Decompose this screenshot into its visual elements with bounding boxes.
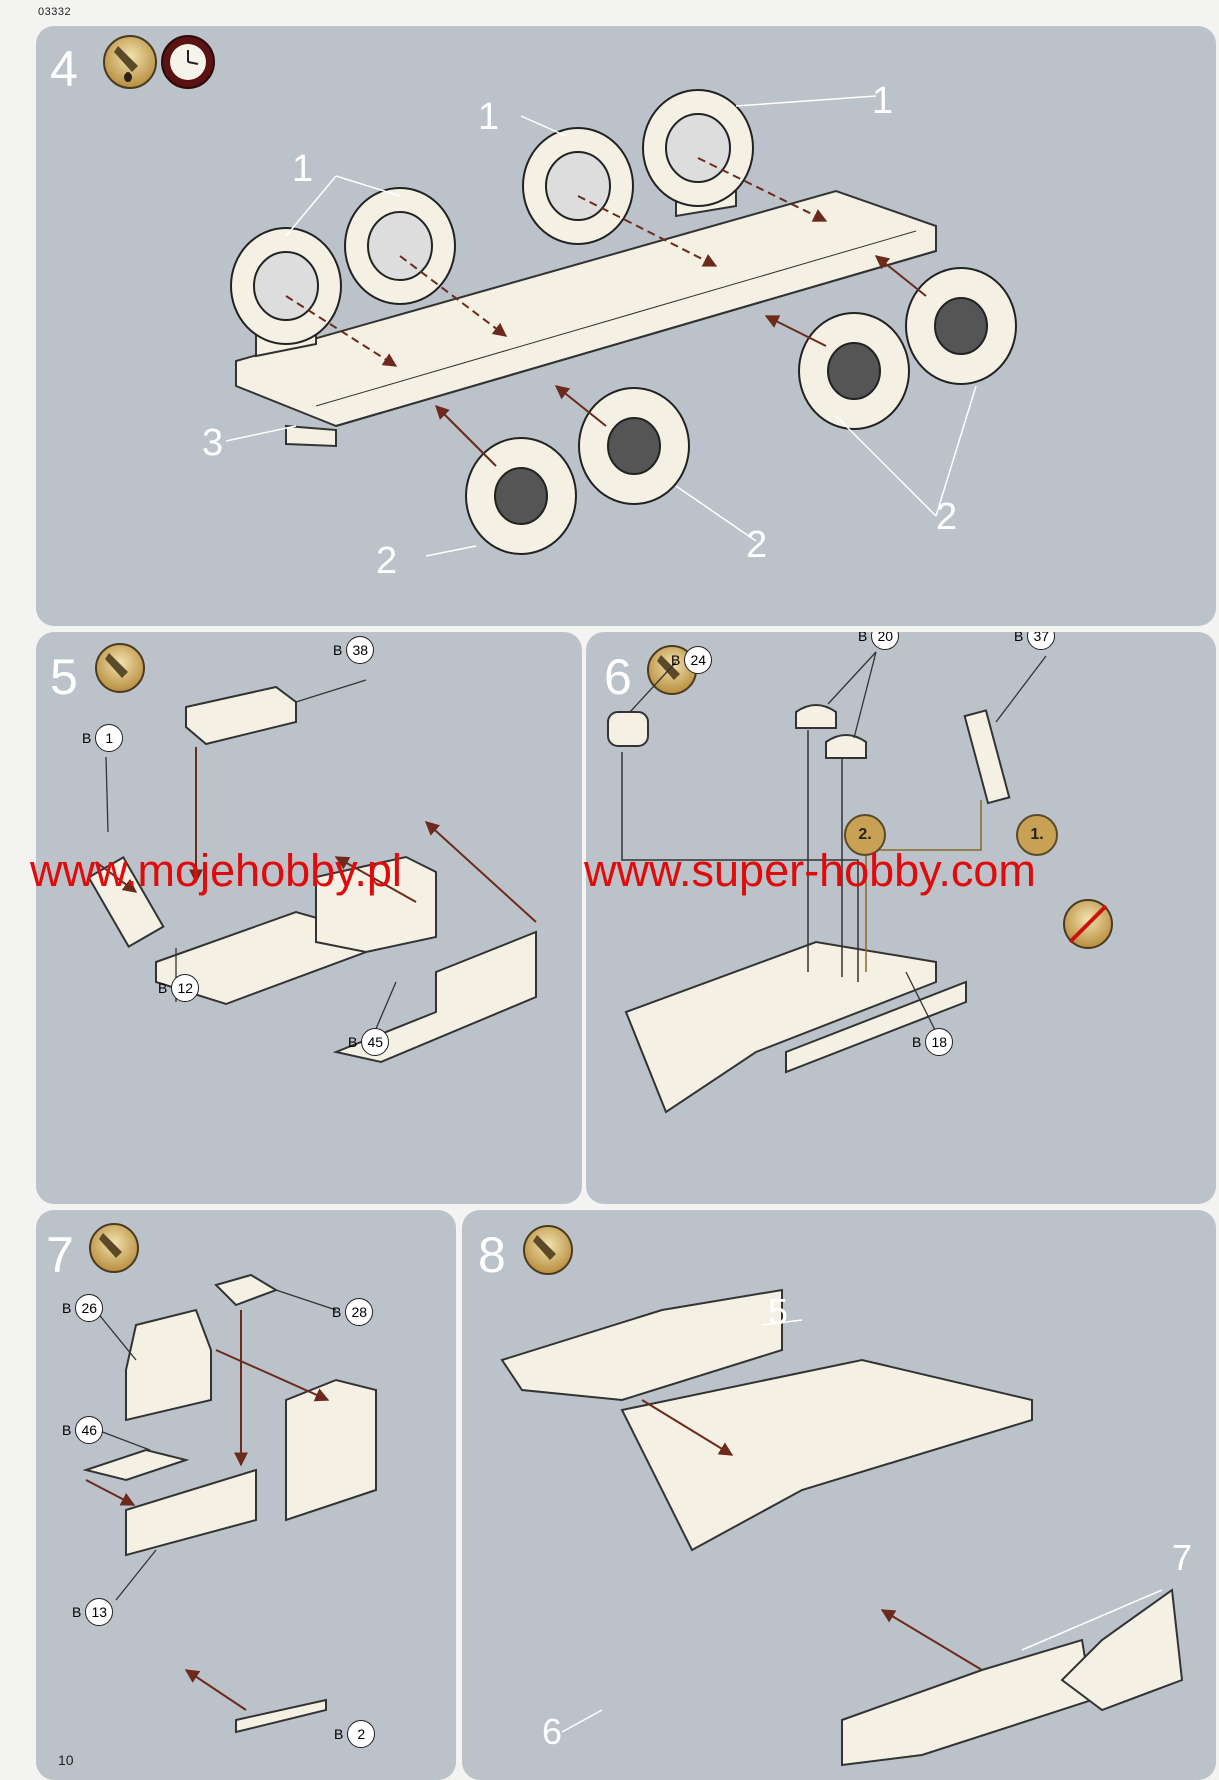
part-b2-label: B 2 xyxy=(334,1720,376,1748)
order-marker-1: 1. xyxy=(1016,814,1058,856)
document-code: 03332 xyxy=(38,6,72,18)
callout-2: 2 xyxy=(936,496,958,538)
part-drawings xyxy=(82,1273,377,1734)
part-b38-label: B 38 xyxy=(333,636,375,664)
part-drawings xyxy=(607,704,1011,1114)
step-5-number: 5 xyxy=(50,649,78,705)
assembly-arrows xyxy=(95,747,537,923)
callout-6: 6 xyxy=(542,1711,563,1752)
part-b13-label: B 13 xyxy=(72,1598,114,1626)
part-number-circle: 28 xyxy=(345,1298,374,1326)
callout-1: 1 xyxy=(478,96,500,138)
callout-1: 1 xyxy=(872,80,894,122)
part-number-circle: 26 xyxy=(75,1294,104,1322)
step-5-drawing xyxy=(87,643,537,1064)
callout-leaders xyxy=(561,1319,1163,1733)
step-6-number: 6 xyxy=(604,649,632,705)
part-number-circle: 12 xyxy=(171,974,200,1002)
part-b45-label: B 45 xyxy=(348,1028,390,1056)
part-number-circle: 46 xyxy=(75,1416,104,1444)
part-b18-label: B 18 xyxy=(912,1028,954,1056)
part-b24-label: B 24 xyxy=(671,646,713,674)
part-b20-label: B 20 xyxy=(858,632,900,650)
part-number-circle: 1 xyxy=(95,724,124,752)
watermark-right: www.super-hobby.com xyxy=(584,845,1036,896)
order-marker-2: 2. xyxy=(844,814,886,856)
part-number-circle: 20 xyxy=(871,632,900,650)
step-8-number: 8 xyxy=(478,1227,506,1283)
callout-2: 2 xyxy=(376,540,398,582)
part-b28-label: B 28 xyxy=(332,1298,374,1326)
part-number-circle: 37 xyxy=(1027,632,1056,650)
assembly-arrows xyxy=(641,1399,983,1671)
drying-clock-icon xyxy=(161,35,215,89)
step-7-number: 7 xyxy=(46,1227,74,1283)
step-7-panel: 7 xyxy=(36,1210,456,1780)
part-b12-label: B 12 xyxy=(158,974,200,1002)
callout-3: 3 xyxy=(202,422,224,464)
glue-drop-icon xyxy=(89,1223,139,1273)
step-8-panel: 8 5 7 xyxy=(462,1210,1216,1780)
step-5-panel: 5 xyxy=(36,632,582,1204)
callout-1: 1 xyxy=(292,148,314,190)
part-number-circle: 38 xyxy=(346,636,375,664)
assembly-arrows xyxy=(285,157,927,467)
step-4-panel: 4 xyxy=(36,26,1216,626)
callout-5: 5 xyxy=(768,1291,789,1332)
part-b1-label: B 1 xyxy=(82,724,124,752)
part-number-circle: 18 xyxy=(925,1028,954,1056)
step-6-panel: 6 xyxy=(586,632,1216,1204)
glue-drop-icon xyxy=(95,643,145,693)
part-b37-label: B 37 xyxy=(1014,632,1056,650)
step-8-drawing xyxy=(500,1225,1184,1767)
step-4-drawing xyxy=(103,35,1017,557)
glue-drop-icon xyxy=(523,1225,573,1275)
part-drawings xyxy=(500,1288,1184,1767)
callout-7: 7 xyxy=(1172,1537,1193,1578)
glue-drop-icon xyxy=(103,35,157,89)
step-6-drawing xyxy=(607,645,1113,1114)
callout-leaders xyxy=(225,95,977,557)
glue-drop-icon xyxy=(647,645,697,695)
no-glue-icon xyxy=(1063,899,1113,949)
part-number-circle: 45 xyxy=(361,1028,390,1056)
part-b46-label: B 46 xyxy=(62,1416,104,1444)
page-number: 10 xyxy=(58,1752,74,1768)
part-number-circle: 2 xyxy=(347,1720,376,1748)
callout-2: 2 xyxy=(746,524,768,566)
part-number-circle: 13 xyxy=(85,1598,114,1626)
part-drawings xyxy=(87,685,537,1064)
part-number-circle: 24 xyxy=(684,646,713,674)
step-7-drawing xyxy=(82,1223,377,1734)
placement-lines xyxy=(621,730,982,982)
watermark-left: www.mojehobby.pl xyxy=(30,845,402,896)
assembly-arrows xyxy=(85,1310,330,1711)
step-4-number: 4 xyxy=(50,41,78,97)
part-b26-label: B 26 xyxy=(62,1294,104,1322)
